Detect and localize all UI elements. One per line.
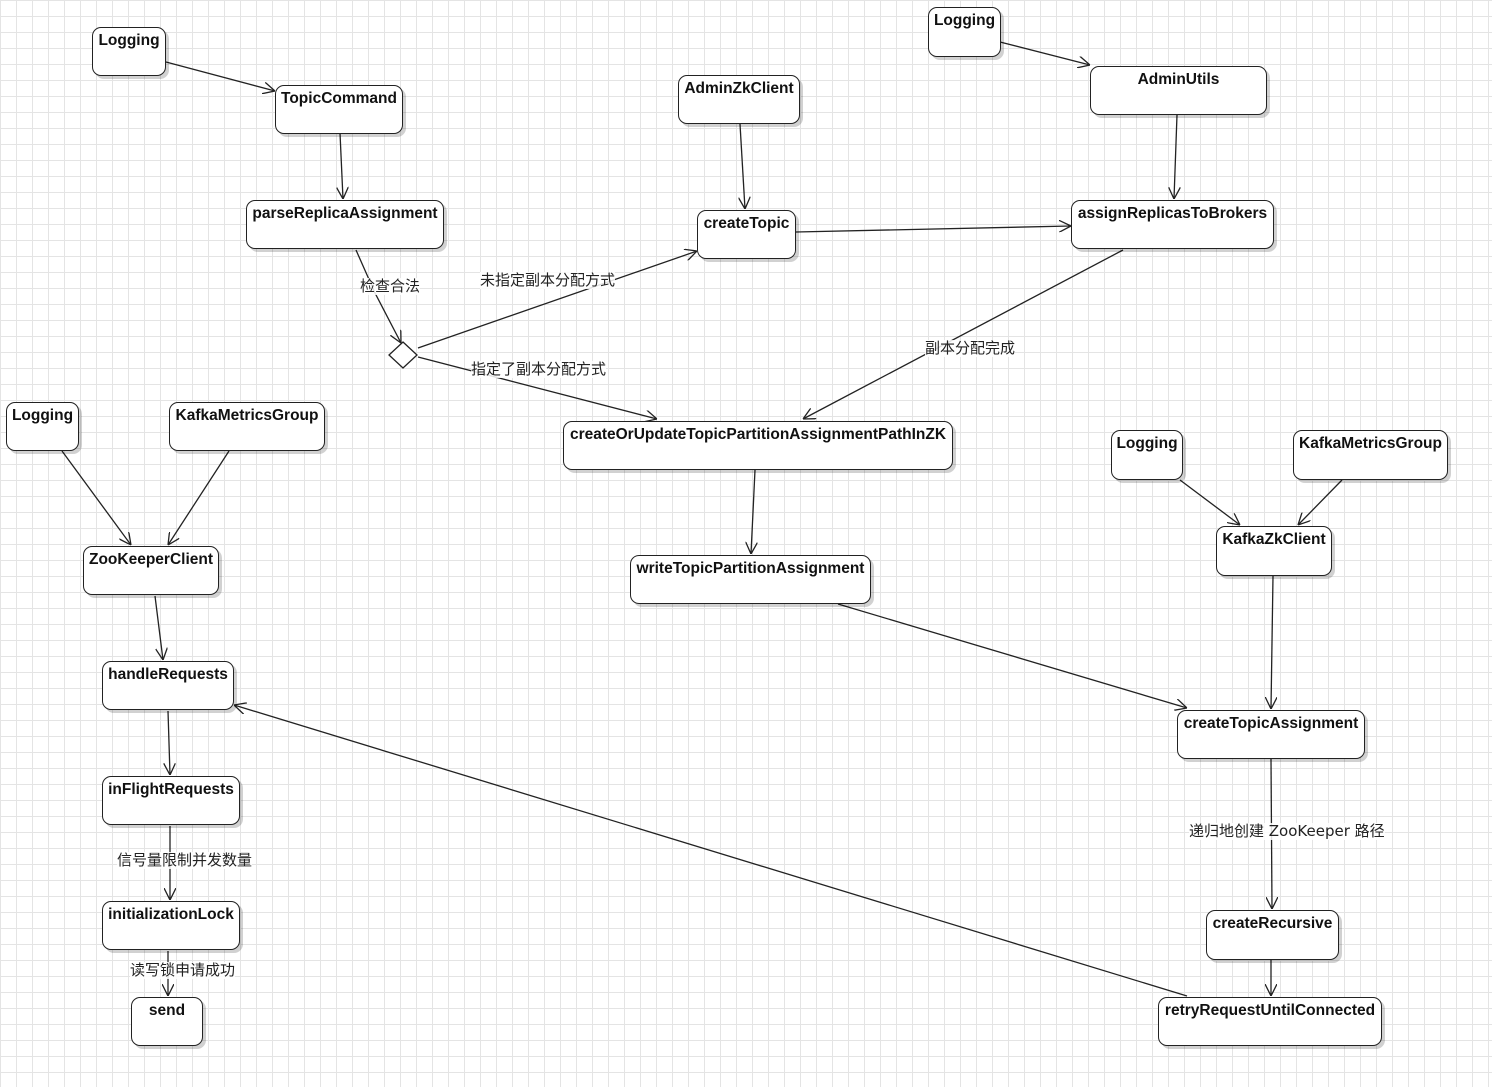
label-recursive-create: 递归地创建 ZooKeeper 路径 [1189, 822, 1385, 840]
node-kafkametricsgroup-kafkazkclient: KafkaMetricsGroup [1293, 430, 1448, 480]
edge-zookeeperclient-to-handlerequests [154, 595, 163, 660]
node-logging-zookeeperclient: Logging [6, 402, 79, 451]
node-adminutils: AdminUtils [1090, 66, 1267, 115]
node-retryrequestuntilconnected: retryRequestUntilConnected [1158, 997, 1382, 1046]
node-zookeeperclient: ZooKeeperClient [83, 546, 219, 595]
node-send: send [131, 997, 203, 1046]
label-specified: 指定了副本分配方式 [471, 360, 607, 378]
edge-logging-to-kafkazkclient [1179, 479, 1240, 525]
node-logging-kafkazkclient: Logging [1111, 430, 1183, 480]
edge-adminzkclient-to-createtopic [740, 123, 745, 209]
edge-logging-to-zookeeperclient [61, 450, 131, 545]
edge-createtopic-to-assignreplicas [795, 226, 1071, 233]
edge-kafkametrics-to-zookeeperclient [168, 450, 230, 545]
edge-kafkametrics-to-kafkazkclient [1298, 479, 1343, 525]
node-createtopicassignment: createTopicAssignment [1177, 710, 1365, 759]
edge-assignreplicas-to-createorupdate [803, 249, 1124, 419]
node-topiccommand: TopicCommand [275, 85, 403, 134]
node-initializationlock: initializationLock [102, 901, 240, 950]
node-logging-topiccommand: Logging [92, 27, 166, 76]
edge-logging-to-topiccommand [165, 61, 275, 91]
decision-diamond [388, 341, 418, 369]
node-inflightrequests: inFlightRequests [102, 776, 240, 825]
node-parsereplicaassignment: parseReplicaAssignment [246, 200, 444, 249]
node-kafkazkclient: KafkaZkClient [1216, 526, 1332, 576]
label-assign-done: 副本分配完成 [925, 339, 1016, 357]
edge-createorupdate-to-writetopic [751, 469, 755, 554]
edge-adminutils-to-assignreplicas [1174, 114, 1177, 199]
node-logging-adminutils: Logging [928, 7, 1001, 57]
label-check-valid: 检查合法 [360, 277, 421, 295]
edge-topiccommand-to-parsereplica [340, 132, 343, 199]
edge-writetopic-to-createtopicassignment [837, 603, 1187, 708]
edge-handlerequests-to-inflight [168, 710, 170, 775]
label-semaphore: 信号量限制并发数量 [117, 851, 253, 869]
node-kafkametricsgroup-zookeeperclient: KafkaMetricsGroup [169, 402, 325, 451]
edge-retryrequest-to-handlerequests [234, 705, 1188, 997]
node-createorupdatetopicpartitionassignmentpathinzk: createOrUpdateTopicPartitionAssignmentPa… [563, 421, 953, 470]
edge-kafkazkclient-to-createtopicassignment [1271, 575, 1273, 709]
label-rwlock-success: 读写锁申请成功 [130, 961, 236, 979]
node-adminzkclient: AdminZkClient [678, 75, 800, 124]
node-assignreplicastobrokers: assignReplicasToBrokers [1071, 200, 1274, 249]
node-handlerequests: handleRequests [102, 661, 234, 710]
edge-decision-to-createtopic [417, 251, 697, 349]
node-createrecursive: createRecursive [1206, 910, 1339, 960]
edge-logging-to-adminutils [999, 41, 1090, 65]
edge-parsereplica-to-decision [355, 249, 401, 343]
edge-decision-to-createorupdate [417, 356, 657, 419]
node-writetopicpartitionassignment: writeTopicPartitionAssignment [630, 555, 871, 604]
label-not-specified: 未指定副本分配方式 [480, 271, 616, 289]
node-createtopic: createTopic [697, 210, 796, 259]
